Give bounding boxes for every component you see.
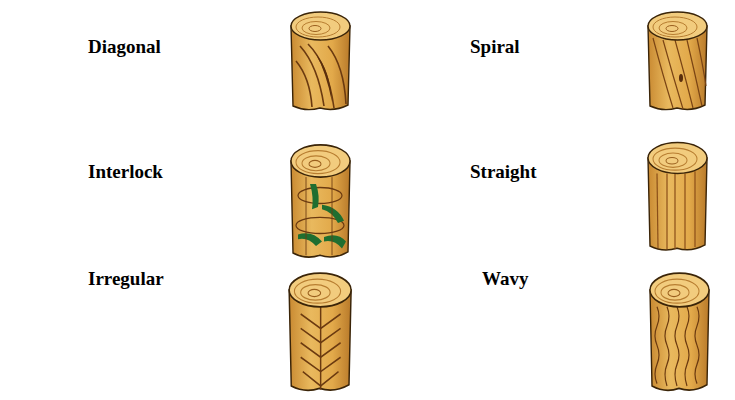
grain-line: [306, 177, 307, 255]
grain-line: [300, 46, 324, 106]
grain-type-label: Diagonal: [88, 36, 161, 58]
grain-line: [301, 343, 341, 357]
grain-line: [666, 173, 667, 249]
spiral-log: [648, 12, 707, 110]
grain-line: [301, 314, 341, 328]
grain-type-label: Spiral: [470, 36, 520, 58]
grain-line: [289, 273, 351, 307]
grain-line: [684, 173, 685, 249]
grain-line: [296, 61, 312, 107]
grain-line: [298, 233, 322, 246]
grain-line: [332, 177, 333, 255]
grain-line: [301, 357, 341, 371]
grain-line: [674, 173, 675, 249]
grain-line: [650, 273, 709, 307]
diagonal-log: [291, 12, 350, 110]
grain-line: [298, 187, 342, 203]
grain-type-label: Wavy: [482, 268, 528, 290]
irregular-log: [289, 273, 351, 390]
grain-line: [653, 38, 673, 108]
grain-line: [675, 307, 679, 386]
grain-line: [697, 38, 706, 86]
grain-line: [316, 54, 332, 102]
grain-type-label: Straight: [470, 161, 537, 183]
grain-line: [655, 307, 659, 384]
grain-line: [310, 184, 319, 209]
grain-line: [675, 40, 693, 108]
grain-line: [301, 328, 341, 342]
grain-line: [648, 12, 707, 40]
grain-line: [291, 145, 350, 177]
grain-line: [663, 40, 683, 109]
grain-type-label: Irregular: [88, 268, 164, 290]
interlock-log: [291, 145, 350, 257]
grain-line: [291, 12, 350, 40]
grain-line: [695, 307, 699, 384]
grain-line: [685, 307, 689, 386]
grain-line: [322, 205, 344, 223]
grain-line: [324, 235, 346, 248]
grain-line: [648, 143, 707, 174]
grain-type-label: Interlock: [88, 161, 163, 183]
wavy-log: [650, 273, 709, 390]
grain-line: [665, 307, 669, 386]
grain-line: [320, 307, 321, 390]
grain-line: [679, 74, 683, 82]
grain-line: [657, 173, 658, 248]
straight-log: [648, 143, 707, 250]
grain-line: [694, 171, 695, 247]
grain-line: [303, 372, 339, 386]
